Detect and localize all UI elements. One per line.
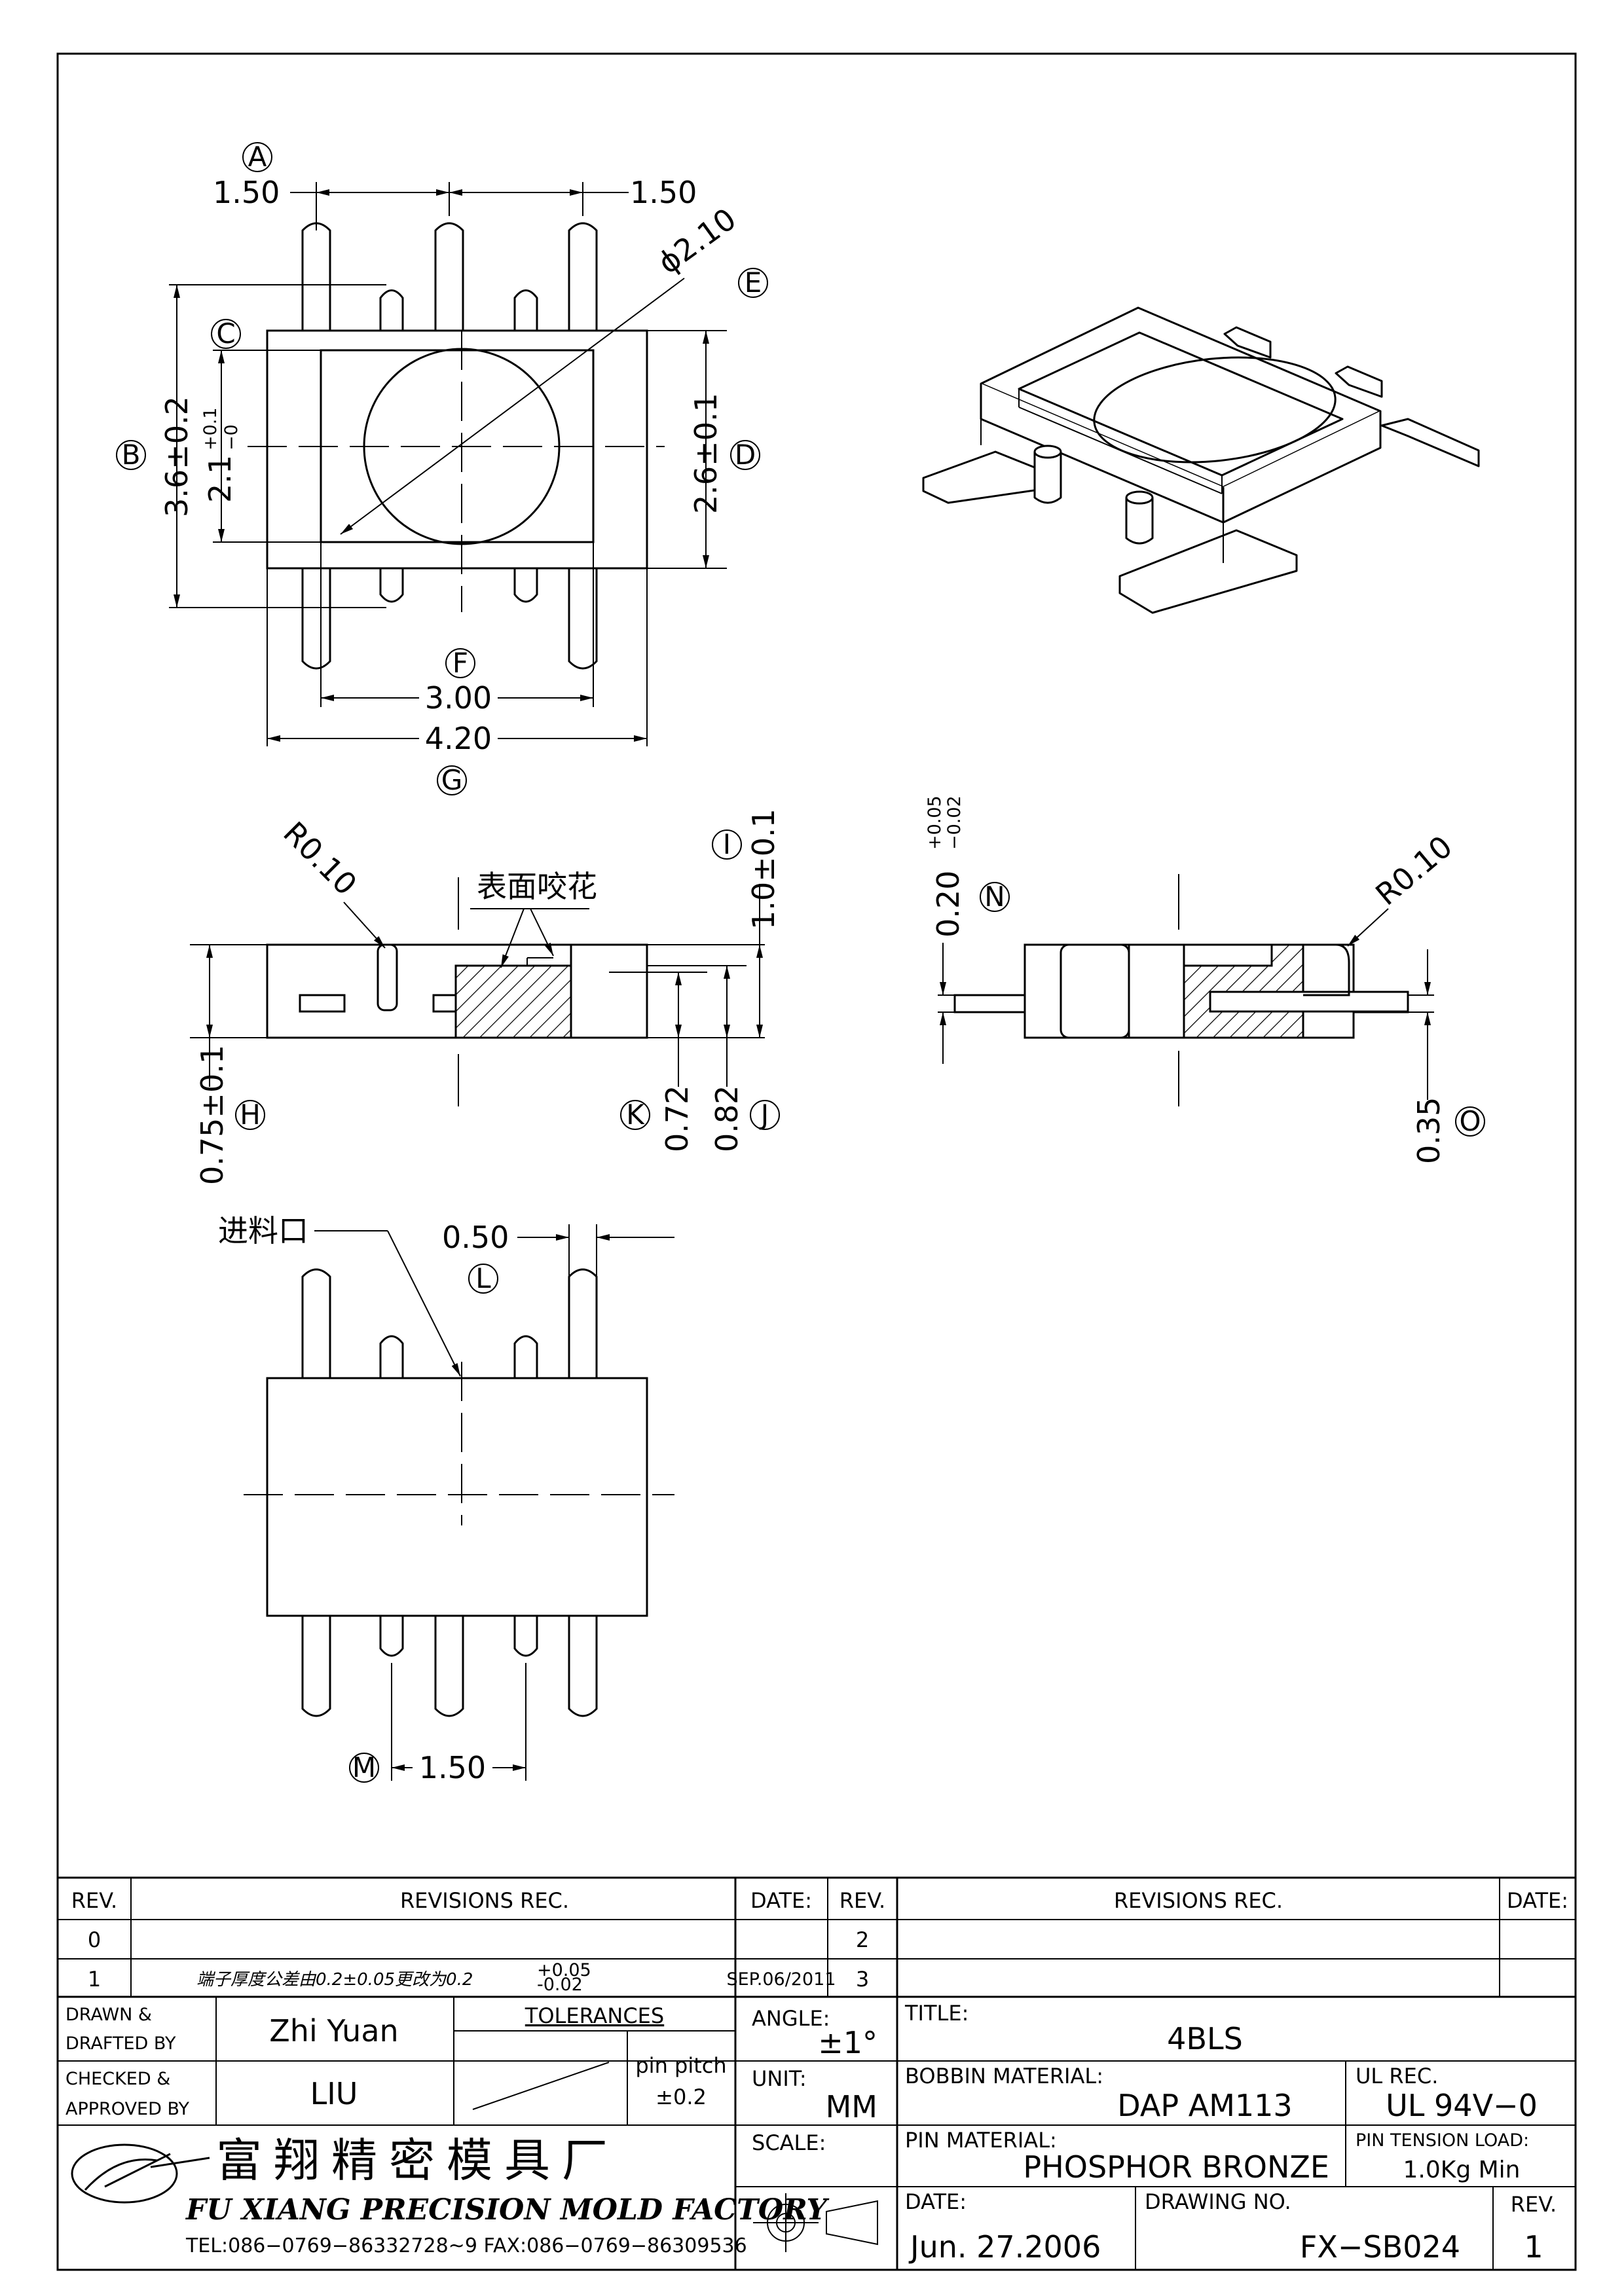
dim-pin-width: 0.50 (442, 1220, 509, 1255)
dim-pin-tol-minus: −0.02 (944, 795, 965, 850)
rev-2: 2 (856, 1927, 869, 1952)
callout-n: N (984, 881, 1005, 913)
rev-label: REV. (1511, 2192, 1557, 2217)
surface-note: 表面咬花 (477, 869, 597, 904)
bobbin-material-label: BOBBIN MATERIAL: (905, 2064, 1103, 2088)
tension-value: 1.0Kg Min (1403, 2157, 1520, 2183)
dim-height-inner-tol-minus: −0 (221, 424, 242, 450)
rev-1-text: 端子厚度公差由0.2±0.05更改为0.2 (196, 1970, 473, 1990)
end-view (938, 874, 1485, 1137)
drawn-label-1: DRAWN & (65, 2005, 152, 2025)
rev-0: 0 (88, 1927, 101, 1952)
pin-pitch-value: ±0.2 (655, 2085, 707, 2109)
drawing-no-label: DRAWING NO. (1145, 2189, 1291, 2214)
dim-body-height: 2.6±0.1 (688, 393, 724, 514)
date-value: Jun. 27.2006 (908, 2229, 1101, 2265)
callout-a: A (248, 141, 267, 173)
dim-inner-width: 3.00 (425, 680, 492, 716)
callout-m: M (352, 1751, 376, 1783)
callout-b: B (122, 439, 141, 471)
tolerances-label: TOLERANCES (525, 2003, 664, 2028)
dim-pin-tol-plus: +0.05 (925, 795, 945, 850)
rev-1-tol-plus: +0.05 (537, 1960, 591, 1980)
date-header-left: DATE: (750, 1888, 812, 1913)
isometric-view (922, 306, 1480, 614)
tension-label: PIN TENSION LOAD: (1356, 2130, 1529, 2151)
gate-note: 进料口 (218, 1213, 308, 1248)
company-en: FU XIANG PRECISION MOLD FACTORY (185, 2193, 829, 2227)
callout-o: O (1459, 1105, 1481, 1137)
dim-pin-offset: 0.35 (1411, 1097, 1447, 1164)
callout-f: F (452, 647, 468, 679)
callout-e: E (745, 266, 762, 299)
company-tel: TEL:086−0769−86332728~9 FAX:086−0769−863… (185, 2234, 747, 2257)
drawing-no-value: FX−SB024 (1300, 2229, 1460, 2265)
callout-j: J (759, 1099, 769, 1131)
rev-value: 1 (1524, 2229, 1543, 2265)
dim-diameter: ϕ2.10 (652, 201, 743, 281)
revisions-header-right: REVISIONS REC. (1114, 1888, 1283, 1913)
rev-1-tol-minus: -0.02 (537, 1975, 583, 1995)
rev-3: 3 (856, 1967, 869, 1992)
dim-total-height: 1.0±0.1 (746, 809, 781, 930)
rev-1: 1 (88, 1967, 101, 1992)
title-label: TITLE: (904, 2001, 969, 2026)
drawn-label-2: DRAFTED BY (65, 2033, 176, 2054)
title-block-text: REV. REVISIONS REC. DATE: REV. REVISIONS… (65, 1888, 1568, 2265)
date-label: DATE: (905, 2189, 967, 2214)
revisions-header-left: REVISIONS REC. (400, 1888, 569, 1913)
callout-g: G (441, 764, 463, 796)
pin-material-value: PHOSPHOR BRONZE (1023, 2149, 1329, 2185)
callout-d: D (735, 439, 756, 471)
page-border (56, 52, 1577, 2271)
unit-value: MM (826, 2089, 877, 2124)
side-radius: R0.10 (276, 815, 363, 902)
scale-label: SCALE: (752, 2130, 826, 2155)
checked-label-1: CHECKED & (65, 2069, 170, 2089)
dim-bottom-pitch: 1.50 (419, 1750, 486, 1785)
dim-pin-thickness: 0.20 (931, 871, 966, 938)
dim-height-inner: 2.1 (202, 455, 238, 503)
callout-h: H (240, 1099, 261, 1131)
dim-k: 0.72 (659, 1085, 695, 1152)
drawn-by: Zhi Yuan (269, 2013, 398, 2049)
pin-pitch-label: pin pitch (635, 2053, 726, 2078)
callout-k: K (626, 1099, 645, 1131)
angle-value: ±1° (818, 2025, 877, 2060)
dim-outer-width: 4.20 (425, 721, 492, 756)
date-header-right: DATE: (1507, 1888, 1568, 1913)
title-block (58, 1876, 1576, 2270)
pin-material-label: PIN MATERIAL: (905, 2128, 1057, 2153)
checked-label-2: APPROVED BY (65, 2099, 190, 2119)
callout-i: I (723, 828, 731, 860)
unit-label: UNIT: (752, 2066, 807, 2091)
company-cn: 富翔精密模具厂 (216, 2134, 619, 2187)
top-view (116, 142, 768, 795)
ul-label: UL REC. (1356, 2064, 1438, 2088)
bottom-view (244, 1224, 674, 1783)
ul-value: UL 94V−0 (1386, 2088, 1538, 2123)
dim-pitch-left: 1.50 (213, 175, 280, 210)
side-view (190, 829, 780, 1130)
callout-c: C (216, 318, 235, 350)
rev-1-date: SEP.06/2011 (726, 1969, 836, 1990)
dim-height-inner-tol-plus: +0.1 (200, 407, 221, 450)
checked-by: LIU (310, 2076, 358, 2111)
bobbin-material-value: DAP AM113 (1117, 2088, 1292, 2123)
bottom-view-labels: 进料口 0.50 L 1.50 M (218, 1213, 509, 1785)
dim-base-height: 0.75±0.1 (194, 1045, 230, 1185)
end-radius: R0.10 (1369, 829, 1459, 913)
dim-pitch-right: 1.50 (630, 175, 697, 210)
title-value: 4BLS (1167, 2021, 1243, 2056)
rev-header-right: REV. (840, 1888, 885, 1913)
rev-header-left: REV. (71, 1888, 117, 1913)
angle-label: ANGLE: (752, 2006, 830, 2031)
dim-j: 0.82 (709, 1085, 745, 1152)
dim-height-total: 3.6±0.2 (159, 396, 194, 517)
callout-l: L (475, 1262, 491, 1294)
